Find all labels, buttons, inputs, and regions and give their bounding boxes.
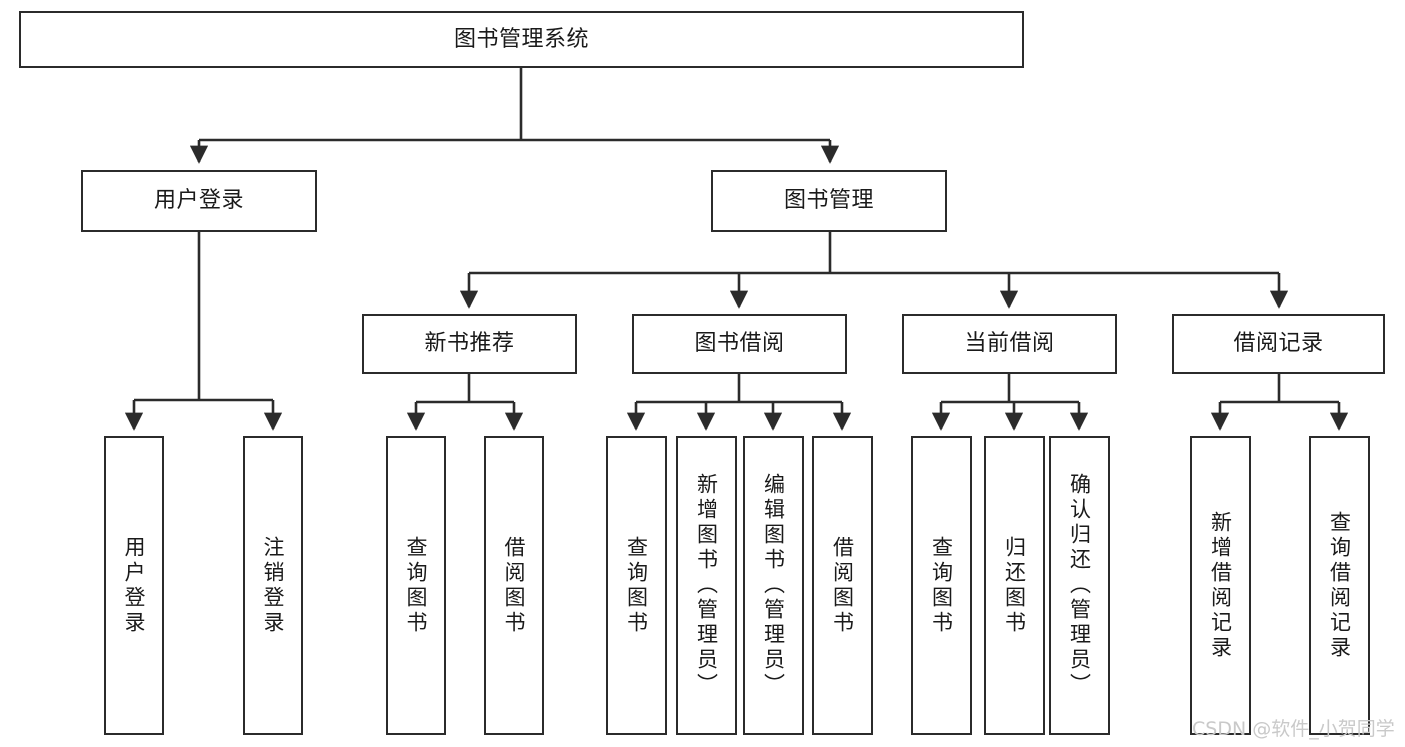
node-leaf-query-book-cur-label: 查询图书 bbox=[929, 535, 954, 636]
node-leaf-query-book[interactable]: 查询图书 bbox=[606, 436, 667, 735]
node-book-manage[interactable]: 图书管理 bbox=[711, 170, 947, 232]
node-user-login-label: 用户登录 bbox=[153, 188, 244, 213]
node-leaf-borrow-book-label: 借阅图书 bbox=[830, 535, 855, 636]
node-leaf-logout-label: 注销登录 bbox=[261, 535, 286, 636]
node-book-borrow-label: 图书借阅 bbox=[694, 331, 785, 356]
node-leaf-query-book-label: 查询图书 bbox=[624, 535, 649, 636]
node-leaf-query-book-rec[interactable]: 查询图书 bbox=[386, 436, 446, 735]
node-leaf-edit-book-admin[interactable]: 编辑图书（管理员） bbox=[743, 436, 804, 735]
node-leaf-borrow-book-rec-label: 借阅图书 bbox=[502, 535, 527, 636]
node-leaf-add-book-admin-label: 新增图书（管理员） bbox=[694, 473, 719, 698]
node-leaf-query-book-rec-label: 查询图书 bbox=[404, 535, 429, 636]
node-current-borrow[interactable]: 当前借阅 bbox=[902, 314, 1117, 374]
node-leaf-return-book-label: 归还图书 bbox=[1002, 535, 1027, 636]
node-borrow-record-label: 借阅记录 bbox=[1233, 331, 1324, 356]
node-leaf-add-record-label: 新增借阅记录 bbox=[1208, 510, 1233, 661]
node-leaf-query-record[interactable]: 查询借阅记录 bbox=[1309, 436, 1370, 735]
node-borrow-record[interactable]: 借阅记录 bbox=[1172, 314, 1385, 374]
node-new-book-recommend-label: 新书推荐 bbox=[424, 331, 515, 356]
node-new-book-recommend[interactable]: 新书推荐 bbox=[362, 314, 577, 374]
node-user-login[interactable]: 用户登录 bbox=[81, 170, 317, 232]
node-leaf-confirm-return-label: 确认归还（管理员） bbox=[1067, 473, 1092, 698]
node-leaf-logout[interactable]: 注销登录 bbox=[243, 436, 303, 735]
node-leaf-edit-book-admin-label: 编辑图书（管理员） bbox=[761, 473, 786, 698]
node-current-borrow-label: 当前借阅 bbox=[964, 331, 1055, 356]
node-leaf-borrow-book-rec[interactable]: 借阅图书 bbox=[484, 436, 544, 735]
node-leaf-add-record[interactable]: 新增借阅记录 bbox=[1190, 436, 1251, 735]
node-leaf-add-book-admin[interactable]: 新增图书（管理员） bbox=[676, 436, 737, 735]
node-leaf-query-book-cur[interactable]: 查询图书 bbox=[911, 436, 972, 735]
node-leaf-confirm-return[interactable]: 确认归还（管理员） bbox=[1049, 436, 1110, 735]
node-leaf-borrow-book[interactable]: 借阅图书 bbox=[812, 436, 873, 735]
node-leaf-query-record-label: 查询借阅记录 bbox=[1327, 510, 1352, 661]
node-leaf-return-book[interactable]: 归还图书 bbox=[984, 436, 1045, 735]
node-book-borrow[interactable]: 图书借阅 bbox=[632, 314, 847, 374]
node-book-manage-label: 图书管理 bbox=[783, 188, 874, 213]
node-root[interactable]: 图书管理系统 bbox=[19, 11, 1024, 68]
node-leaf-user-login-label: 用户登录 bbox=[122, 535, 147, 636]
node-root-label: 图书管理系统 bbox=[453, 26, 589, 52]
csdn-watermark: CSDN @软件_小贺同学 bbox=[1192, 718, 1395, 740]
node-leaf-user-login[interactable]: 用户登录 bbox=[104, 436, 164, 735]
